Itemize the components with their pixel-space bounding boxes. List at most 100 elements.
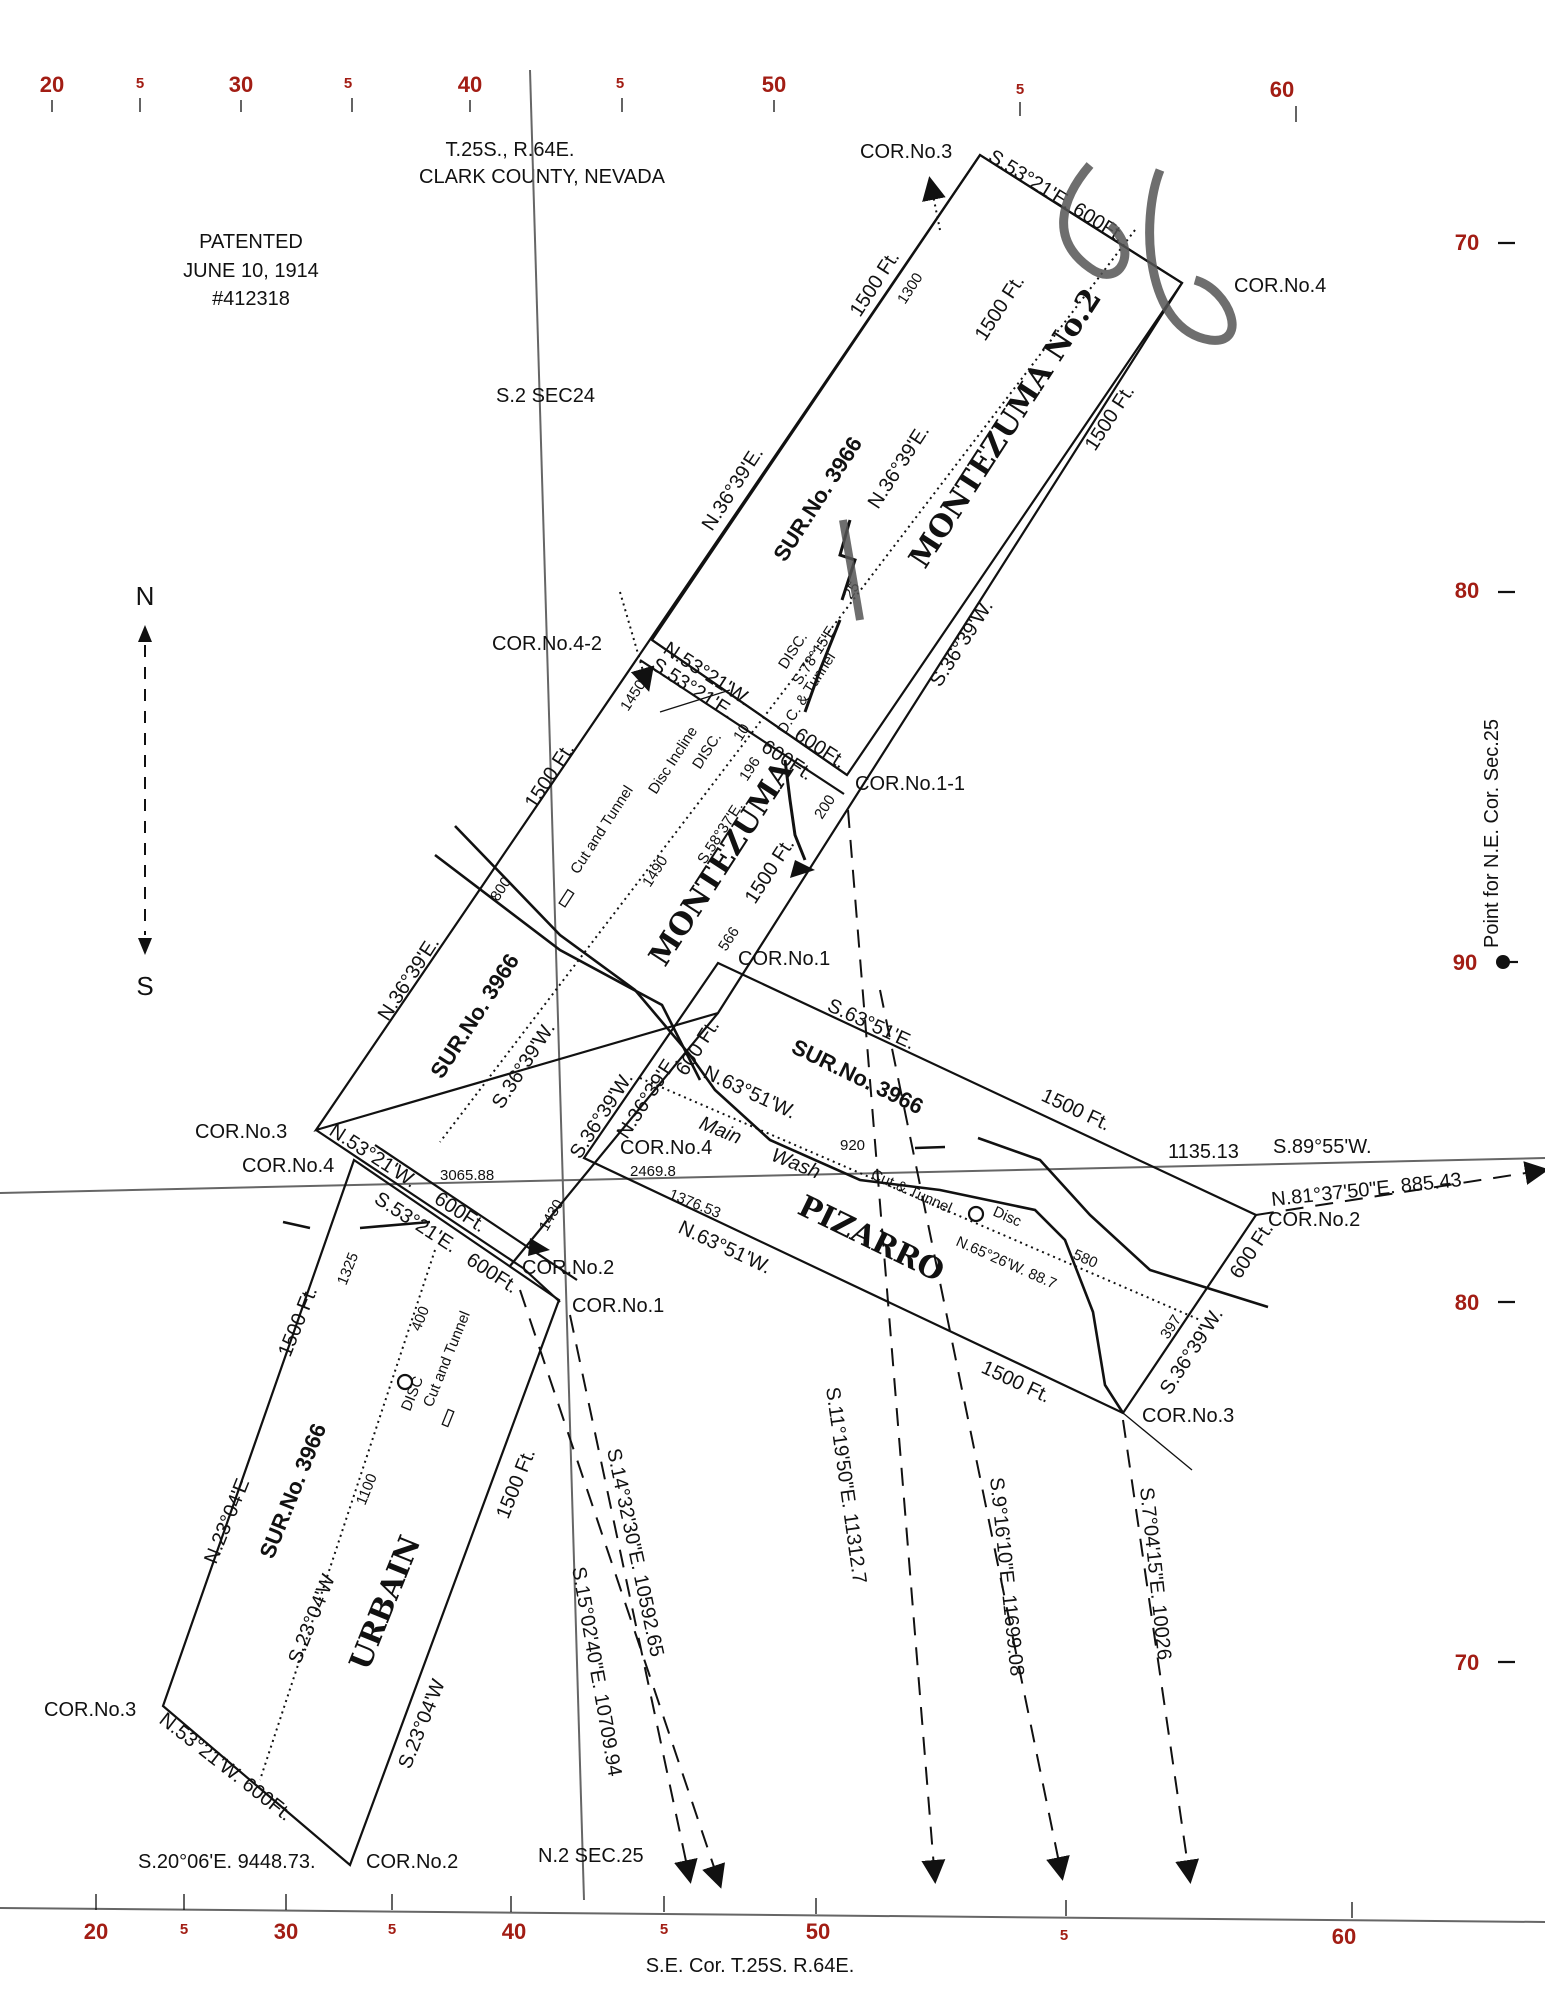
measurement-number: 800	[487, 874, 515, 904]
bearing-label: N.23°04'E	[200, 1476, 254, 1567]
top-scale-label: 5	[136, 75, 144, 92]
distance-label: 1500 Ft.	[274, 1284, 322, 1360]
claim-name-urbain: URBAIN	[343, 1531, 428, 1675]
bottom-scale-label: 5	[660, 1921, 668, 1938]
feature-label: Cut and Tunnel	[567, 783, 637, 878]
patent-number: #412318	[212, 288, 290, 310]
top-scale: 20 5 30 5 40 5 50 5 60	[40, 72, 1297, 122]
bearing-label: N.36°39'E.	[374, 933, 444, 1025]
right-scale-label: 70	[1455, 230, 1479, 255]
bearing-label: N.53°21'W. 600Ft.	[155, 1709, 296, 1826]
corner-label: COR.No.4	[1234, 275, 1326, 297]
tie-bearing-label: S.9°16'10"E. 11699.08	[985, 1476, 1028, 1677]
bearing-label: S.20°06'E. 9448.73.	[138, 1851, 316, 1873]
section-line-vertical	[529, 69, 585, 1901]
bearing-label: S.63°51'E.	[824, 995, 919, 1055]
arrow-marker	[528, 1238, 550, 1256]
measurement-number: 200	[811, 792, 839, 822]
corner-label: COR.No.1	[738, 948, 830, 970]
distance-label: 1500 Ft.	[1038, 1085, 1114, 1136]
bearing-label: N.81°37'50"E. 885.43	[1270, 1169, 1463, 1211]
top-scale-label: 30	[229, 72, 253, 97]
measurement-number: 920	[840, 1137, 865, 1154]
distance-label: 1500 Ft.	[978, 1357, 1054, 1408]
corner-label: COR.No.4	[620, 1137, 712, 1159]
bottom-scale-label: 20	[84, 1919, 108, 1944]
survey-number-label: SUR.No. 3966	[254, 1420, 331, 1562]
feature-label: Cut and Tunnel	[420, 1309, 474, 1410]
distance-label: 600Ft.	[462, 1249, 522, 1298]
main-wash-drainage	[282, 825, 1269, 1414]
bottom-scale-label: 40	[502, 1919, 526, 1944]
measurement-number: 2469.8	[630, 1163, 676, 1180]
bearing-label: S.23°04'W	[284, 1571, 340, 1667]
patent-date: JUNE 10, 1914	[183, 260, 319, 282]
corner-label: COR.No.3	[860, 141, 952, 163]
bearing-label: N.63°51'W.	[675, 1217, 775, 1279]
tie-lines	[519, 176, 1545, 1889]
bearing-label: N.53°21'W.	[325, 1120, 421, 1193]
corner-label: COR.No.2	[522, 1257, 614, 1279]
measurement-number: 400	[408, 1304, 433, 1334]
corner-label: COR.No.2	[1268, 1209, 1360, 1231]
corner-label: COR.No.2	[366, 1851, 458, 1873]
section-label-top: S.2 SEC24	[496, 385, 595, 407]
distance-label: 1135.13	[1168, 1141, 1239, 1163]
bottom-scale-label: 50	[806, 1919, 830, 1944]
measurement-number: 10	[730, 721, 753, 744]
section-line-horizontal	[0, 1157, 1545, 1194]
patent-label: PATENTED	[199, 231, 303, 253]
distance-label: 600 Ft.	[1226, 1219, 1278, 1283]
bottom-scale-label: 5	[180, 1921, 188, 1938]
north-label: N	[136, 581, 155, 611]
right-scale-label: 80	[1455, 578, 1479, 603]
bearing-label: N.63°51'W.	[700, 1062, 800, 1124]
bearing-label: N.36°39'E.	[864, 421, 934, 513]
claim-name-montezuma-2: MONTEZUMA No.2	[902, 283, 1108, 575]
survey-number-label: SUR.No. 3966	[768, 432, 867, 566]
section-label-bottom: N.2 SEC.25	[538, 1845, 644, 1867]
bottom-scale-label: 30	[274, 1919, 298, 1944]
corner-label: COR.No.3	[195, 1121, 287, 1143]
corner-label: COR.No.1-1	[855, 773, 965, 795]
bearing-label: N.65°26'W. 88.7	[953, 1233, 1059, 1292]
distance-label: 1500 Ft.	[971, 271, 1029, 345]
bottom-scale-label: 5	[1060, 1927, 1068, 1944]
bottom-scale-label: 5	[388, 1921, 396, 1938]
tie-bearing-label: S.7°04'15"E. 10026	[1135, 1486, 1175, 1661]
corner-label: COR.No.4	[242, 1155, 334, 1177]
top-scale-label: 5	[1016, 81, 1024, 98]
right-scale-label: 80	[1455, 1290, 1479, 1315]
stamp-mark	[839, 162, 1237, 621]
north-arrow: N S	[136, 581, 155, 1001]
top-scale-label: 5	[616, 75, 624, 92]
corner-label: COR.No.3	[1142, 1405, 1234, 1427]
cut-and-tunnel-marker	[441, 1408, 455, 1428]
measurement-number: 1376.53	[667, 1186, 724, 1222]
corner-label: COR.No.1	[572, 1295, 664, 1317]
measurement-number: 1100	[353, 1471, 381, 1507]
survey-number-label: SUR.No. 3966	[425, 949, 524, 1083]
measurement-number: 1325	[334, 1250, 362, 1287]
corner-label: COR.No.4-2	[492, 633, 602, 655]
bottom-scale: 20 5 30 5 40 5 50 5 60 S.E. Cor. T.25S. …	[0, 1894, 1545, 1977]
distance-label: 1500 Ft.	[492, 1446, 540, 1522]
discovery-marker	[396, 1373, 414, 1391]
top-scale-label: 5	[344, 75, 352, 92]
se-corner-caption: S.E. Cor. T.25S. R.64E.	[646, 1955, 855, 1977]
top-scale-label: 40	[458, 72, 482, 97]
measurement-number: 1490	[639, 853, 671, 890]
montezuma-claims	[313, 153, 1184, 1303]
discovery-marker	[967, 1205, 985, 1223]
bearing-label: S.53°21'E. 600Ft.	[984, 146, 1128, 248]
urbain-claim	[161, 1158, 561, 1867]
top-scale-label: 60	[1270, 77, 1294, 102]
measurement-number: 397	[1157, 1312, 1185, 1342]
tie-bearing-label: S.14°32'30"E. 10592.65	[602, 1446, 668, 1658]
south-label: S	[136, 971, 153, 1001]
ne-corner-point-label: Point for N.E. Cor. Sec.25	[1481, 719, 1503, 948]
measurement-number: 3065.88	[440, 1167, 494, 1184]
arrow-marker	[790, 860, 815, 878]
tie-bearing-label: S.11°19'50"E. 11312.7	[821, 1386, 870, 1585]
top-scale-label: 50	[762, 72, 786, 97]
